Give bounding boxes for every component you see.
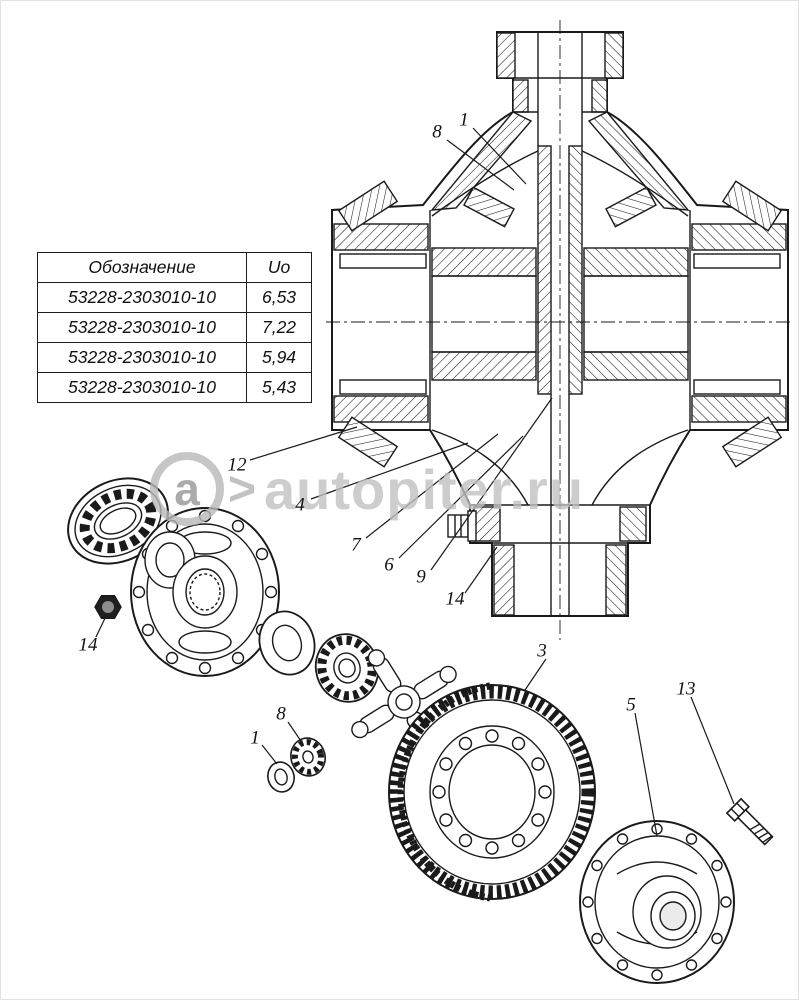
callout-nut-14: 14	[78, 634, 98, 656]
callout-case-5: 5	[626, 694, 636, 716]
designation-cell: 53228-2303010-10	[37, 342, 247, 373]
designation-cell: 53228-2303010-10	[37, 282, 247, 313]
callout-top-1: 1	[459, 109, 469, 131]
pinion-gear-8-drawing	[290, 737, 326, 777]
flange-bolt	[447, 514, 469, 538]
callout-spider-9: 9	[416, 566, 426, 588]
callout-washer-7: 7	[351, 534, 361, 556]
callout-case-4: 4	[295, 494, 305, 516]
table-row: 53228-2303010-10 6,53	[37, 282, 312, 313]
case-half-4-drawing	[130, 507, 280, 677]
nut-14-drawing	[94, 594, 122, 620]
designation-cell: 53228-2303010-10	[37, 372, 247, 403]
callout-top-8: 8	[432, 121, 442, 143]
washer-1-drawing	[267, 761, 295, 793]
washer-7-drawing	[258, 610, 316, 676]
callout-ring-3: 3	[537, 640, 547, 662]
case-half-5-drawing	[579, 820, 735, 984]
ratio-cell: 7,22	[246, 312, 312, 343]
bearing-12-drawing	[67, 477, 169, 565]
table-row: 53228-2303010-10 5,94	[37, 342, 312, 373]
table-header-designation: Обозначение	[37, 252, 247, 283]
callout-bearing-12: 12	[227, 454, 247, 476]
designation-cell: 53228-2303010-10	[37, 312, 247, 343]
callout-washer-1: 1	[250, 727, 260, 749]
callout-gear-6: 6	[384, 554, 394, 576]
callout-flange-14: 14	[445, 588, 465, 610]
leader-lines	[95, 127, 735, 837]
ratio-cell: 5,43	[246, 372, 312, 403]
bolt-13-drawing	[725, 797, 774, 846]
ratio-cell: 5,94	[246, 342, 312, 373]
ring-gear-3-drawing	[388, 682, 596, 902]
table-header-ratio: Uo	[246, 252, 312, 283]
table-row: 53228-2303010-10 7,22	[37, 312, 312, 343]
ratio-cell: 6,53	[246, 282, 312, 313]
callout-pinion-8: 8	[276, 703, 286, 725]
gear-ratio-table: Обозначение Uo 53228-2303010-10 6,53 532…	[37, 252, 312, 403]
callout-bolt-13: 13	[676, 678, 696, 700]
differential-housing-drawing	[326, 20, 794, 640]
table-row: 53228-2303010-10 5,43	[37, 372, 312, 403]
